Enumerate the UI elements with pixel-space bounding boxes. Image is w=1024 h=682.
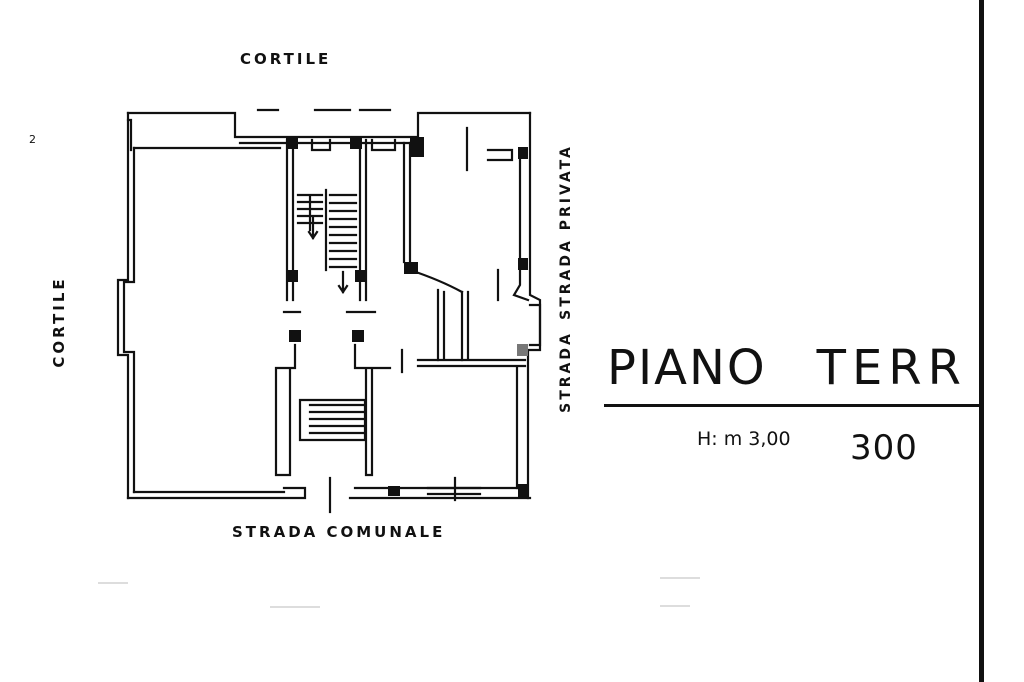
pillar xyxy=(388,486,400,496)
pillar xyxy=(289,330,301,342)
right-wall-vertical xyxy=(402,141,412,264)
pillar xyxy=(350,136,362,149)
pillar xyxy=(286,270,298,282)
outer-wall-right-inner xyxy=(512,148,530,302)
top-window-1 xyxy=(310,138,332,152)
height-label: H: m 3,00 xyxy=(697,428,791,450)
stair-treads-right xyxy=(328,193,358,269)
height-note: 300 xyxy=(850,428,918,468)
right-door-frame xyxy=(436,288,470,362)
pillar xyxy=(410,137,424,157)
label-strada-comunale: STRADA COMUNALE xyxy=(232,523,446,541)
plan-title-word2: TERR xyxy=(816,340,967,396)
pillar xyxy=(286,136,298,149)
pillar xyxy=(518,258,528,270)
label-cortile-left: CORTILE xyxy=(50,276,68,368)
scan-mark xyxy=(98,577,700,608)
bottom-window xyxy=(426,476,482,502)
stair-arrow-left xyxy=(307,216,319,240)
outer-wall-bottom xyxy=(126,486,307,500)
lower-stair-treads xyxy=(308,403,367,435)
title-underline xyxy=(604,404,984,407)
lower-stair xyxy=(298,398,367,442)
outer-wall xyxy=(126,111,532,139)
outer-wall-left xyxy=(116,111,130,500)
stair-treads-left xyxy=(296,193,324,232)
pillar xyxy=(352,330,364,342)
pillar xyxy=(518,484,529,497)
outer-wall-left-inner xyxy=(122,146,136,494)
plan-title: PIANO TERR xyxy=(607,340,967,396)
pillar xyxy=(355,270,367,282)
right-room-marks xyxy=(400,126,500,374)
pillar xyxy=(517,344,528,356)
stair-arrow-right xyxy=(337,270,349,294)
pillar xyxy=(404,262,418,274)
pillar xyxy=(518,147,528,159)
lobby-wall-right xyxy=(353,343,392,477)
label-strada-side: STRADA xyxy=(558,331,574,413)
right-room-floor-wall xyxy=(416,358,527,368)
sheet-border xyxy=(979,0,984,682)
lobby-wall-left xyxy=(274,343,297,477)
right-upper-window xyxy=(486,148,514,162)
plan-title-word1: PIANO xyxy=(607,340,767,396)
top-window-2 xyxy=(370,138,397,152)
sheet-number: 2 xyxy=(29,133,36,146)
label-strada-privata: STRADA PRIVATA xyxy=(558,144,574,320)
right-side-bump xyxy=(528,303,542,347)
label-cortile-top: CORTILE xyxy=(240,50,332,68)
